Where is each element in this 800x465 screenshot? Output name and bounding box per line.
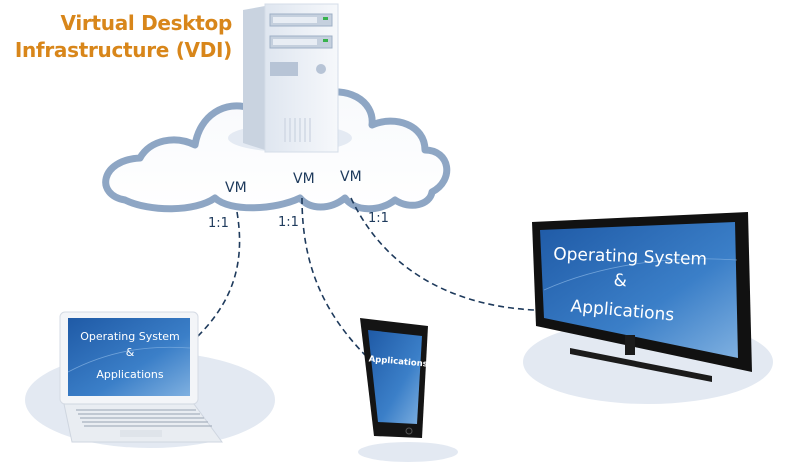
connector-tablet [301,197,369,359]
laptop-screen-line-1: Operating System [80,330,180,343]
laptop-icon: Operating System & Applications [59,311,223,443]
tv-icon: Operating System & Applications [532,212,752,382]
ratio-label-laptop: 1:1 [208,216,229,231]
tv-screen-line-2: & [613,271,627,292]
title-line-1: Virtual Desktop [60,11,233,35]
vm-label-1: VM [225,180,247,196]
ratio-label-tablet: 1:1 [278,215,299,230]
connector-tv [350,197,535,311]
title-line-2: Infrastructure (VDI) [14,38,232,62]
vm-label-3: VM [340,169,362,185]
tablet-icon: Applications [360,318,428,438]
connector-laptop [195,211,241,339]
vm-label-2: VM [293,171,315,187]
server-icon [243,3,339,153]
ratio-label-tv: 1:1 [368,211,389,226]
diagram-title: Virtual Desktop Infrastructure (VDI) [0,10,232,64]
laptop-screen-line-2: & [126,346,135,359]
laptop-screen-line-3: Applications [96,368,163,381]
tablet-shadow [358,442,458,462]
